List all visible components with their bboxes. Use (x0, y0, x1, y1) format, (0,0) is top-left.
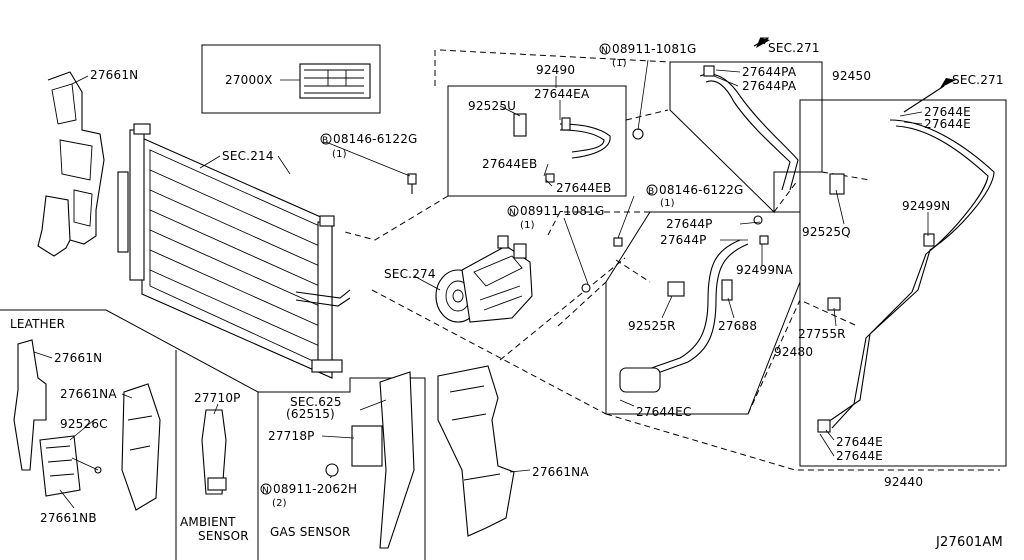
callout-label: 27644E (924, 117, 971, 131)
dashed-guides (344, 49, 1000, 471)
callout-label: (1) (520, 220, 535, 231)
callout-label: 27644PA (742, 79, 797, 93)
section-title-ambient-sensor: AMBIENT (180, 515, 236, 529)
air-guide-27661na (437, 365, 515, 537)
callout-label: 08911-2062H (273, 482, 357, 496)
callout-label: SEC.625 (290, 395, 342, 409)
leather-guides (13, 339, 161, 511)
callout-label: 27644EC (636, 405, 692, 419)
nut-prefix-icon: N (262, 486, 269, 496)
callout-label: 27644E (836, 449, 883, 463)
diagram-code: J27601AM (935, 535, 1003, 550)
section-title-ambient-sensor: SENSOR (198, 529, 249, 543)
section-dividers (0, 44, 1007, 560)
callout-label: 27644E (836, 435, 883, 449)
callout-label: 92450 (832, 69, 871, 83)
callout-label: 27661NB (40, 511, 97, 525)
callout-label: 27661N (90, 68, 138, 82)
bolt-prefix-icon: B (648, 187, 654, 197)
callout-label: (1) (660, 198, 675, 209)
callout-label: (62515) (286, 407, 335, 421)
callout-label: 92525U (468, 99, 516, 113)
fasteners (407, 173, 841, 311)
callout-label: 08911-1081G (520, 204, 605, 218)
air-guide-27661n (37, 71, 105, 257)
hose-92450 (699, 37, 845, 195)
leaders (33, 59, 929, 509)
callout-label: 27661N (54, 351, 102, 365)
callout-label: (2) (272, 498, 287, 509)
label-plate (280, 63, 371, 99)
callout-label: SEC.274 (384, 267, 436, 281)
section-title-leather: LEATHER (10, 317, 65, 331)
callout-label: 27644EA (534, 87, 590, 101)
callout-label: 92440 (884, 475, 923, 489)
callout-label: (1) (612, 58, 627, 69)
hose-92480 (619, 215, 769, 393)
callout-label: 92499N (902, 199, 950, 213)
nut-prefix-icon: N (509, 208, 516, 218)
gas-sensor (325, 371, 415, 549)
hose-92440 (817, 78, 995, 433)
callout-label: 27661NA (60, 387, 117, 401)
callout-label: 92490 (536, 63, 575, 77)
callout-label: 08146-6122G (333, 132, 418, 146)
callout-label: 27644P (660, 233, 707, 247)
callout-label: 27710P (194, 391, 241, 405)
callout-label: SEC.214 (222, 149, 274, 163)
bolt-prefix-icon: B (322, 136, 328, 146)
callout-label: 08146-6122G (659, 183, 744, 197)
callout-label: 27644E (924, 105, 971, 119)
callout-label: 27755R (798, 327, 846, 341)
callout-label: 27644EB (482, 157, 537, 171)
callout-label: 92525Q (802, 225, 851, 239)
callout-label: 27644P (666, 217, 713, 231)
callout-label: 92499NA (736, 263, 793, 277)
callout-label: 27718P (268, 429, 315, 443)
hose-92490 (513, 113, 644, 183)
callout-label: SEC.271 (952, 73, 1004, 87)
callout-label: 92525R (628, 319, 676, 333)
compressor (435, 235, 533, 323)
nut-prefix-icon: N (601, 46, 608, 56)
callout-label: SEC.271 (768, 41, 820, 55)
section-title-gas-sensor: GAS SENSOR (270, 525, 351, 539)
ambient-sensor (201, 409, 227, 495)
callout-label: (1) (332, 149, 347, 160)
callout-labels: 27000X 27661N SEC.214 B 08146-6122G (1) … (10, 41, 1004, 550)
callout-label: 92480 (774, 345, 813, 359)
callout-label: 92526C (60, 417, 108, 431)
callout-label: 27661NA (532, 465, 589, 479)
condenser (117, 123, 351, 379)
callout-label: 27688 (718, 319, 757, 333)
callout-label: 27000X (225, 73, 273, 87)
callout-label: 08911-1081G (612, 42, 697, 56)
callout-label: 27644EB (556, 181, 611, 195)
callout-label: 27644PA (742, 65, 797, 79)
